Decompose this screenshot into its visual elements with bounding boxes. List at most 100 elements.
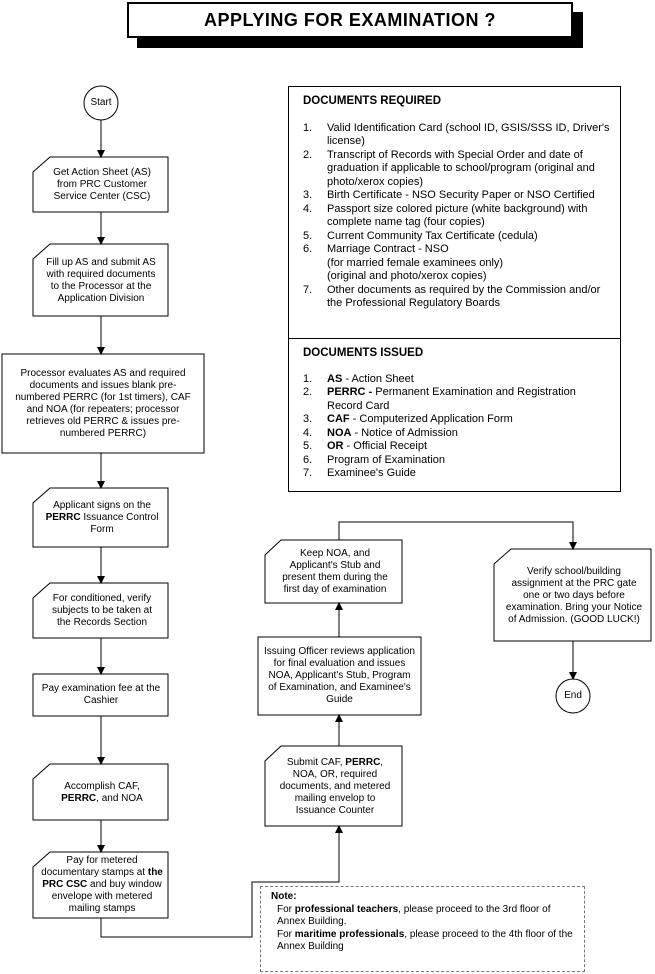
item-abbrev: AS <box>327 372 343 385</box>
n7-text-bold: PERRC <box>61 793 97 804</box>
n8-text-bold: the PRC CSC <box>42 867 163 890</box>
item-text: Passport size colored picture (white bac… <box>327 202 588 229</box>
note-title: Note: <box>271 891 297 902</box>
step-keep-noa: Keep NOA, and Applicant's Stub and prese… <box>282 548 388 595</box>
note-l2-post: , please proceed to the 4th floor of the… <box>277 928 573 953</box>
note-l2-bold: maritime professionals <box>294 928 405 940</box>
documents-issued-item: 4. NOA - Notice of Admission <box>303 427 610 441</box>
item-text: Birth Certificate - NSO Security Paper o… <box>327 189 595 201</box>
step-pay-exam-fee: Pay examination fee at the Cashier <box>41 683 161 706</box>
documents-required-item: 1. Valid Identification Card (school ID, … <box>303 122 610 149</box>
note-line-maritime: For maritime professionals, please proce… <box>277 929 578 954</box>
note-l1-pre: For <box>277 903 295 915</box>
documents-required-heading: DOCUMENTS REQUIRED <box>303 95 442 107</box>
item-text: PERRC - Permanent Examination and Regist… <box>327 386 610 413</box>
item-text: Other documents as required by the Commi… <box>327 283 601 310</box>
item-abbrev: PERRC - <box>327 386 373 398</box>
item-text: Valid Identification Card (school ID, GS… <box>327 121 610 148</box>
documents-required-item: 4. Passport size colored picture (white b… <box>303 203 610 230</box>
item-desc: - Notice of Admission <box>351 426 458 439</box>
step-issuing-officer: Issuing Officer reviews application for … <box>264 646 415 705</box>
step-submit-caf: Submit CAF, PERRC, NOA, OR, required doc… <box>272 751 398 823</box>
item-number: 3. <box>303 413 313 425</box>
item-text: AS - Action Sheet <box>327 373 610 387</box>
n7-text-post: , and NOA <box>96 793 143 804</box>
documents-issued-list: 1. AS - Action Sheet 2. PERRC - Permanent E… <box>303 373 610 481</box>
documents-issued-item: 6. Program of Examination <box>303 454 610 468</box>
item-number: 2. <box>303 148 313 161</box>
step-processor-evaluates: Processor evaluates AS and required docu… <box>15 367 191 439</box>
n4-text-bold: PERRC <box>45 512 81 523</box>
documents-required-section: DOCUMENTS REQUIRED 1. Valid Identificatio… <box>289 87 620 339</box>
documents-required-item: 2. Transcript of Records with Special Ord… <box>303 149 610 190</box>
documents-required-item: 5. Current Community Tax Certificate (ced… <box>303 230 610 244</box>
documents-required-list: 1. Valid Identification Card (school ID, … <box>303 122 610 311</box>
documents-required-item: 3. Birth Certificate - NSO Security Paper… <box>303 189 610 203</box>
item-text: CAF - Computerized Application Form <box>327 413 610 427</box>
item-desc: - Action Sheet <box>342 372 414 385</box>
documents-issued-item: 1. AS - Action Sheet <box>303 373 610 387</box>
item-number: 5. <box>303 229 313 242</box>
item-text: Program of Examination <box>327 454 610 468</box>
documents-required-item: 7. Other documents as required by the Com… <box>303 284 610 311</box>
item-desc: Examinee's Guide <box>327 467 416 479</box>
step-conditioned-verify: For conditioned, verify subjects to be t… <box>51 593 153 628</box>
item-text: Current Community Tax Certificate (cedul… <box>327 229 538 242</box>
item-number: 7. <box>303 283 313 296</box>
item-number: 6. <box>303 453 313 466</box>
item-desc: Permanent Examination and Registration R… <box>327 386 576 412</box>
note-box: Note: For professional teachers, please … <box>260 886 585 972</box>
documents-issued-item: 5. OR - Official Receipt <box>303 440 610 454</box>
item-desc: Program of Examination <box>327 453 445 466</box>
item-text: Marriage Contract - NSO (for married fem… <box>327 243 504 282</box>
n9-text-post: , NOA, OR, required documents, and meter… <box>279 757 391 816</box>
documents-issued-heading: DOCUMENTS ISSUED <box>303 347 424 359</box>
item-text: Examinee's Guide <box>327 467 610 481</box>
item-number: 7. <box>303 467 313 479</box>
item-text: NOA - Notice of Admission <box>327 427 610 441</box>
item-number: 1. <box>303 372 313 385</box>
end-label: End <box>564 690 582 701</box>
step-get-action-sheet: Get Action Sheet (AS) from PRC Customer … <box>53 167 151 202</box>
documents-issued-item: 2. PERRC - Permanent Examination and Regi… <box>303 386 610 413</box>
n9-text-bold: PERRC <box>345 757 381 768</box>
documents-panel: DOCUMENTS REQUIRED 1. Valid Identificatio… <box>288 86 621 492</box>
step-shape-10 <box>257 636 422 716</box>
note-l1-post: , please proceed to the 3rd floor of Ann… <box>277 903 551 928</box>
item-number: 1. <box>303 121 313 134</box>
item-number: 4. <box>303 426 313 439</box>
step-pay-stamps: Pay for metered documentary stamps at th… <box>38 854 166 916</box>
n9-text-pre: Submit CAF, <box>286 757 346 768</box>
step-shape-6 <box>32 673 169 717</box>
documents-required-item: 6. Marriage Contract - NSO (for married f… <box>303 243 610 284</box>
step-accomplish-caf: Accomplish CAF, PERRC, and NOA <box>40 768 164 818</box>
item-text: OR - Official Receipt <box>327 440 610 454</box>
n8-text-post: and buy window envelope with metered mai… <box>51 879 162 914</box>
arrow-n8-n9 <box>100 825 343 938</box>
arrow-n11-n12 <box>338 521 577 550</box>
item-abbrev: CAF <box>327 413 350 425</box>
item-number: 5. <box>303 440 313 452</box>
step-fill-up-as: Fill up AS and submit AS with required d… <box>46 257 156 304</box>
item-number: 3. <box>303 189 313 201</box>
item-number: 6. <box>303 243 313 255</box>
note-l1-bold: professional teachers <box>294 903 399 915</box>
documents-issued-item: 3. CAF - Computerized Application Form <box>303 413 610 427</box>
page-title: APPLYING FOR EXAMINATION ? <box>127 2 573 38</box>
item-number: 4. <box>303 202 313 215</box>
item-number: 2. <box>303 386 313 398</box>
item-desc: - Official Receipt <box>343 440 428 452</box>
item-abbrev: OR <box>327 440 344 452</box>
note-l2-pre: For <box>277 928 295 940</box>
documents-issued-section: DOCUMENTS ISSUED 1. AS - Action Sheet 2. PE… <box>289 339 620 481</box>
item-text: Transcript of Records with Special Order… <box>327 148 595 188</box>
step-shape-3 <box>1 353 205 454</box>
n4-text-pre: Applicant signs on the <box>53 500 151 511</box>
note-line-teachers: For professional teachers, please procee… <box>277 904 578 929</box>
documents-issued-item: 7. Examinee's Guide <box>303 467 610 481</box>
step-applicant-signs: Applicant signs on the PERRC Issuance Co… <box>40 492 164 544</box>
step-shape-11 <box>264 539 403 604</box>
n7-text-pre: Accomplish CAF, <box>64 781 140 792</box>
start-label: Start <box>90 97 112 108</box>
